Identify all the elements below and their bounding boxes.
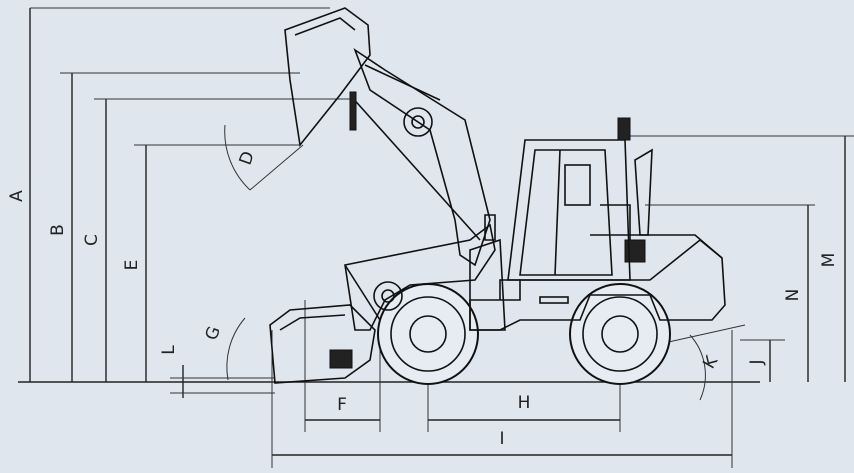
label-J: J <box>747 359 767 365</box>
bottom-dimension-lines <box>271 300 733 468</box>
lift-arm-lowered <box>344 223 496 331</box>
label-E: E <box>122 260 142 271</box>
label-G: G <box>202 324 225 343</box>
label-M: M <box>819 253 839 268</box>
label-L: L <box>159 345 179 355</box>
label-H: H <box>518 393 531 413</box>
bucket-lowered <box>269 304 376 384</box>
rear-wheel <box>569 283 671 385</box>
height-dimension-lines <box>29 7 350 398</box>
departure-angle-arc <box>689 334 706 401</box>
bucket-raised <box>284 7 371 147</box>
label-I: I <box>499 429 504 449</box>
front-frame <box>469 214 506 331</box>
rollback-angle-arc <box>226 317 246 381</box>
label-N: N <box>783 289 803 302</box>
label-F: F <box>337 395 347 415</box>
lift-arm-raised <box>349 47 491 267</box>
label-K: K <box>699 352 722 372</box>
label-B: B <box>48 224 68 236</box>
dump-angle-arc <box>224 124 251 191</box>
label-A: A <box>7 190 27 202</box>
label-D: D <box>236 149 259 168</box>
front-wheel <box>377 283 479 385</box>
right-dimension-lines <box>630 135 854 382</box>
label-C: C <box>82 234 102 246</box>
cab <box>507 117 653 281</box>
